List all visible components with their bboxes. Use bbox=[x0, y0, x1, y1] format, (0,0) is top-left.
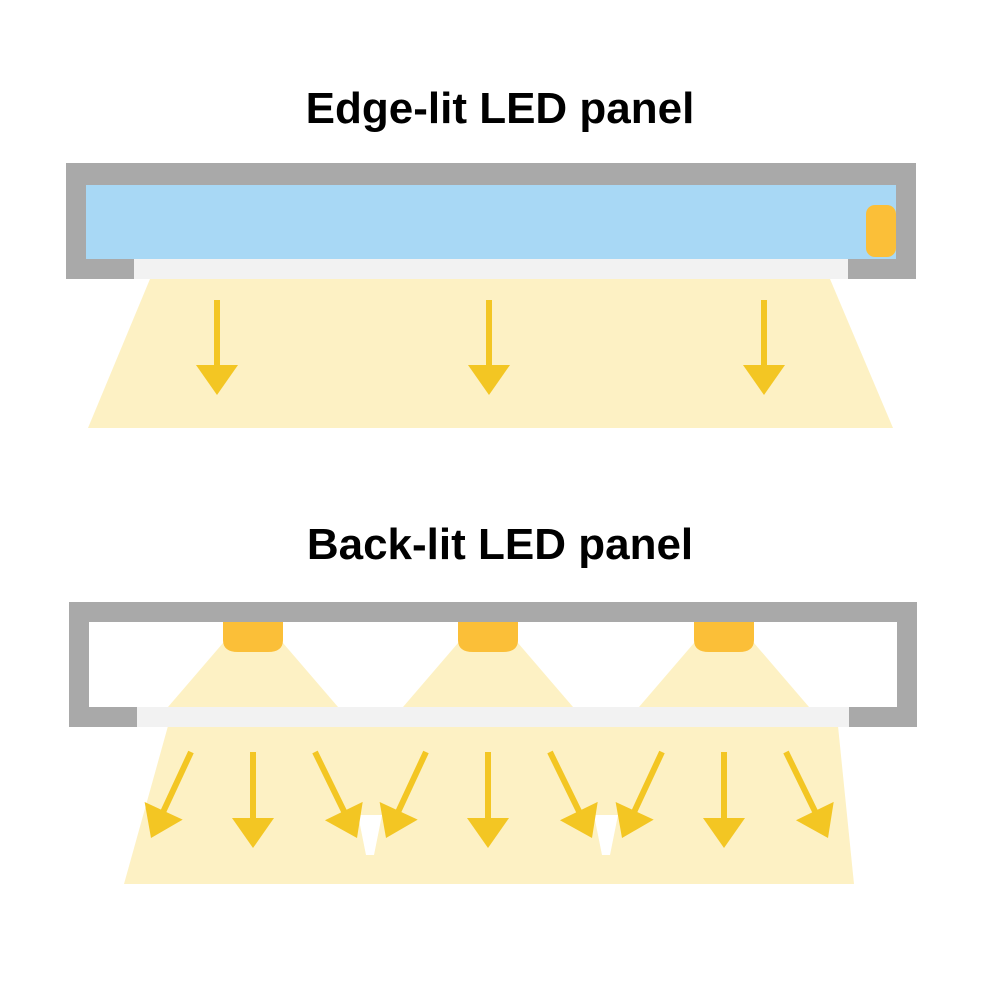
edge-arrow-3 bbox=[743, 300, 785, 395]
back-leds bbox=[223, 622, 754, 652]
back-beam-notch-1 bbox=[358, 815, 382, 855]
edge-arrows bbox=[196, 300, 785, 395]
back-inner-beams bbox=[168, 643, 809, 707]
back-led-cone-2 bbox=[403, 643, 573, 707]
back-led-1 bbox=[223, 622, 283, 652]
back-frame bbox=[69, 602, 917, 727]
back-led-3 bbox=[694, 622, 754, 652]
edge-light-guide-plate bbox=[86, 185, 896, 259]
back-arrow-1-left bbox=[144, 750, 194, 838]
edge-lit-diagram bbox=[66, 163, 916, 428]
back-beam-notch-2 bbox=[594, 815, 618, 855]
back-lit-title: Back-lit LED panel bbox=[306, 520, 694, 569]
edge-diffuser bbox=[134, 259, 848, 279]
edge-frame bbox=[66, 163, 916, 279]
back-arrow-1-center bbox=[232, 752, 274, 848]
edge-arrow-2 bbox=[468, 300, 510, 395]
back-arrow-2-center bbox=[467, 752, 509, 848]
back-arrow-2-right bbox=[547, 750, 598, 838]
back-arrow-3-left bbox=[615, 750, 665, 838]
back-diffuser bbox=[137, 707, 849, 727]
back-led-cone-3 bbox=[639, 643, 809, 707]
back-led-2 bbox=[458, 622, 518, 652]
back-arrow-2-left bbox=[379, 750, 429, 838]
back-arrow-3-right bbox=[783, 750, 834, 838]
edge-lit-title: Edge-lit LED panel bbox=[305, 84, 695, 133]
back-lit-diagram bbox=[69, 602, 917, 884]
back-arrows bbox=[144, 750, 834, 848]
back-arrow-1-right bbox=[312, 750, 363, 838]
edge-led bbox=[866, 205, 896, 257]
edge-arrow-1 bbox=[196, 300, 238, 395]
back-led-cone-1 bbox=[168, 643, 338, 707]
back-arrow-3-center bbox=[703, 752, 745, 848]
